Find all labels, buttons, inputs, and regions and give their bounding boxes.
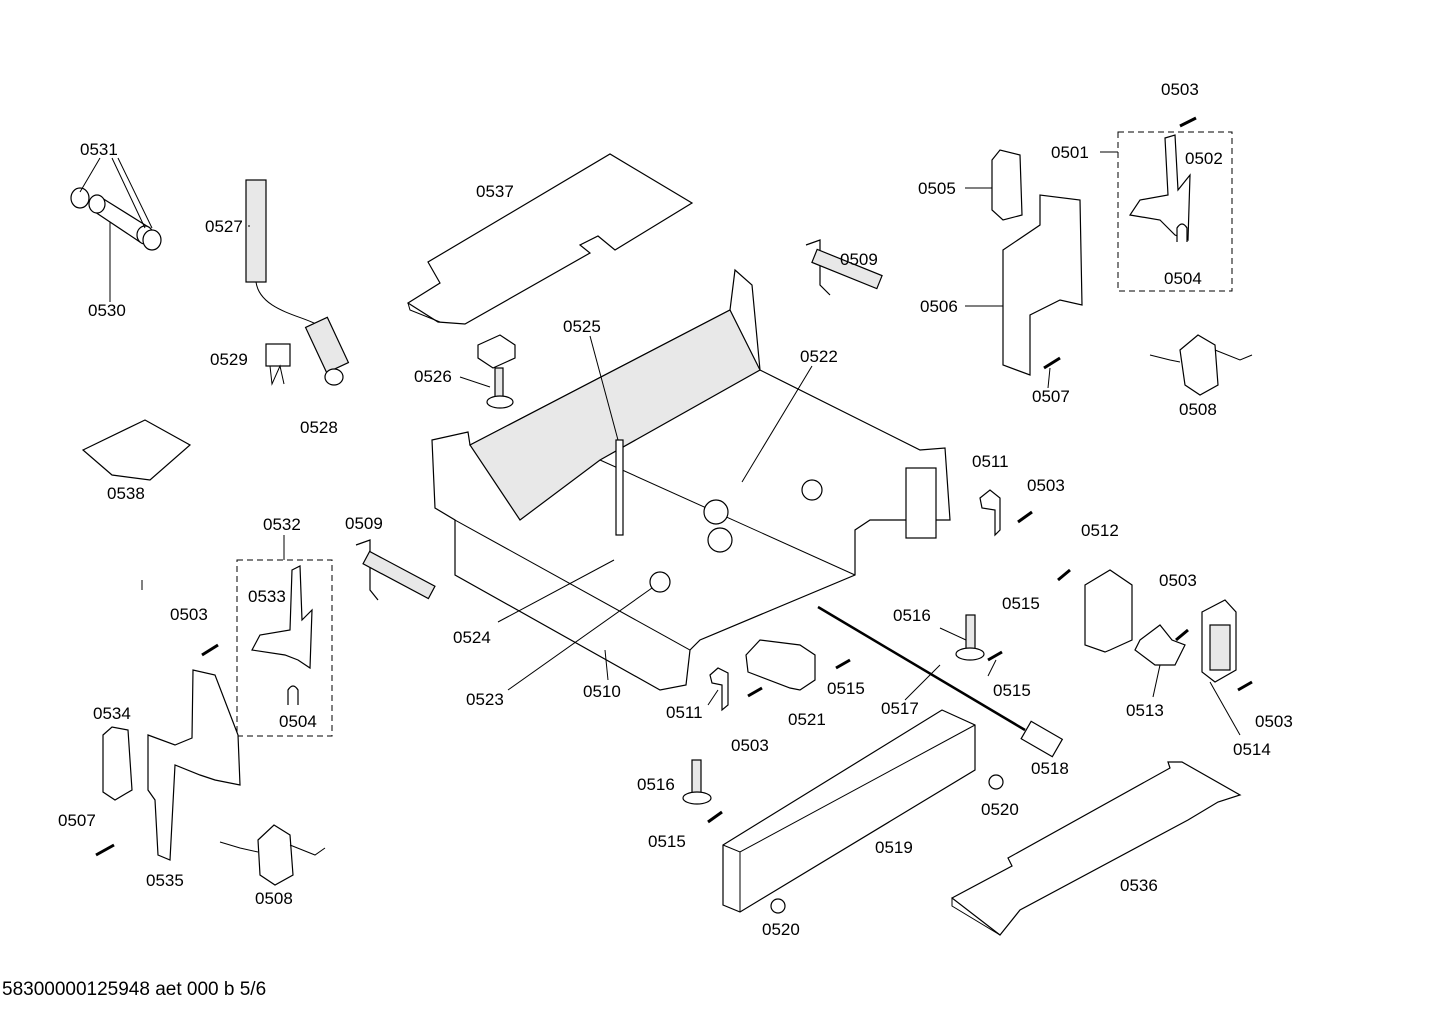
part-0526-switch — [477, 334, 516, 409]
label-0519: 0519 — [875, 838, 913, 857]
part-0511-bracket-lower — [709, 667, 729, 712]
label-0510: 0510 — [583, 682, 621, 701]
label-0522: 0522 — [800, 347, 838, 366]
label-0509-right: 0509 — [840, 250, 878, 269]
leader-lines — [79, 151, 1241, 736]
label-0503-left: 0503 — [170, 605, 208, 624]
label-0507-right: 0507 — [1032, 387, 1070, 406]
label-0534: 0534 — [93, 704, 131, 723]
label-0530: 0530 — [88, 301, 126, 320]
label-0528: 0528 — [300, 418, 338, 437]
part-0514-housing — [1201, 599, 1237, 683]
label-0517: 0517 — [881, 699, 919, 718]
part-0530-tube — [70, 187, 162, 251]
drawing-reference-footer: 58300000125948 aet 000 b 5/6 — [2, 979, 267, 1000]
part-0509-spring-right — [805, 239, 883, 296]
label-0536: 0536 — [1120, 876, 1158, 895]
label-0511-right: 0511 — [972, 452, 1009, 471]
part-0516-foot-upper — [955, 614, 985, 661]
part-0519-kick-panel — [722, 709, 976, 913]
label-0516-upper: 0516 — [893, 606, 931, 625]
part-0510-base-tub — [431, 268, 951, 691]
label-0503-lower: 0503 — [731, 736, 769, 755]
part-0536-base-panel — [950, 761, 1242, 936]
label-0513: 0513 — [1126, 701, 1164, 720]
part-0534-cover — [102, 726, 133, 801]
label-0504-left: 0504 — [279, 712, 317, 731]
part-0512-cover — [1084, 569, 1133, 653]
label-0503-top: 0503 — [1161, 80, 1199, 99]
label-0508-right: 0508 — [1179, 400, 1217, 419]
screws — [95, 116, 1253, 914]
label-0537: 0537 — [476, 182, 514, 201]
label-0515-lower: 0515 — [648, 832, 686, 851]
label-0512: 0512 — [1081, 521, 1119, 540]
label-0502: 0502 — [1185, 149, 1223, 168]
group-0532-hinge — [236, 559, 333, 737]
part-0527-hose — [245, 179, 350, 374]
part-0537-cover-panel — [406, 153, 694, 325]
part-labels: 0531 0530 0527 0529 0528 0538 0537 0526 … — [58, 80, 1293, 939]
label-0507-left: 0507 — [58, 811, 96, 830]
part-0538-accessory-bag — [81, 419, 192, 481]
label-0521: 0521 — [788, 710, 826, 729]
part-0508-motor-right — [1149, 334, 1253, 396]
label-0505: 0505 — [918, 179, 956, 198]
label-0520-lower: 0520 — [762, 920, 800, 939]
label-0526: 0526 — [414, 367, 452, 386]
part-0518-adjusting-foot — [1020, 720, 1064, 758]
label-0518: 0518 — [1031, 759, 1069, 778]
part-0521-valve — [745, 639, 816, 691]
label-0501: 0501 — [1051, 143, 1089, 162]
label-0525: 0525 — [563, 317, 601, 336]
part-0508-motor-left — [219, 824, 326, 886]
part-0529-clip — [265, 343, 291, 386]
label-0523: 0523 — [466, 690, 504, 709]
label-0515-right: 0515 — [1002, 594, 1040, 613]
part-0509-spring-left — [355, 539, 436, 601]
part-0502-hinge — [1128, 134, 1191, 241]
part-0504-clip-left — [287, 685, 299, 705]
label-0531: 0531 — [80, 140, 118, 159]
label-0532: 0532 — [263, 515, 301, 534]
part-0528-hose-cap — [324, 368, 344, 386]
label-0516-lower: 0516 — [637, 775, 675, 794]
label-0527: 0527 — [205, 217, 243, 236]
label-0515-mid: 0515 — [993, 681, 1031, 700]
label-0511-lower: 0511 — [666, 703, 703, 722]
part-0511-bracket-right — [979, 489, 1001, 537]
label-0535: 0535 — [146, 871, 184, 890]
label-0533: 0533 — [248, 587, 286, 606]
part-0513-bracket — [1134, 624, 1186, 666]
label-0508-left: 0508 — [255, 889, 293, 908]
label-0504-right: 0504 — [1164, 269, 1202, 288]
label-0503-mid: 0503 — [1027, 476, 1065, 495]
label-0515-center: 0515 — [827, 679, 865, 698]
part-0516-foot-lower — [682, 759, 712, 805]
part-0535-side-bracket — [147, 669, 241, 861]
label-0506: 0506 — [920, 297, 958, 316]
label-0503-lowright: 0503 — [1255, 712, 1293, 731]
label-0503-right: 0503 — [1159, 571, 1197, 590]
label-0520-right: 0520 — [981, 800, 1019, 819]
label-0524: 0524 — [453, 628, 491, 647]
label-0509-left: 0509 — [345, 514, 383, 533]
part-0533-hinge — [251, 565, 313, 670]
part-0506-side-bracket — [1002, 194, 1083, 376]
label-0538: 0538 — [107, 484, 145, 503]
part-0517-rod — [817, 605, 1026, 732]
part-0504-clip-right — [1176, 223, 1188, 242]
label-0514: 0514 — [1233, 740, 1271, 759]
part-0505-bracket — [991, 149, 1023, 221]
label-0529: 0529 — [210, 350, 248, 369]
group-0501-hinge — [1117, 131, 1233, 292]
